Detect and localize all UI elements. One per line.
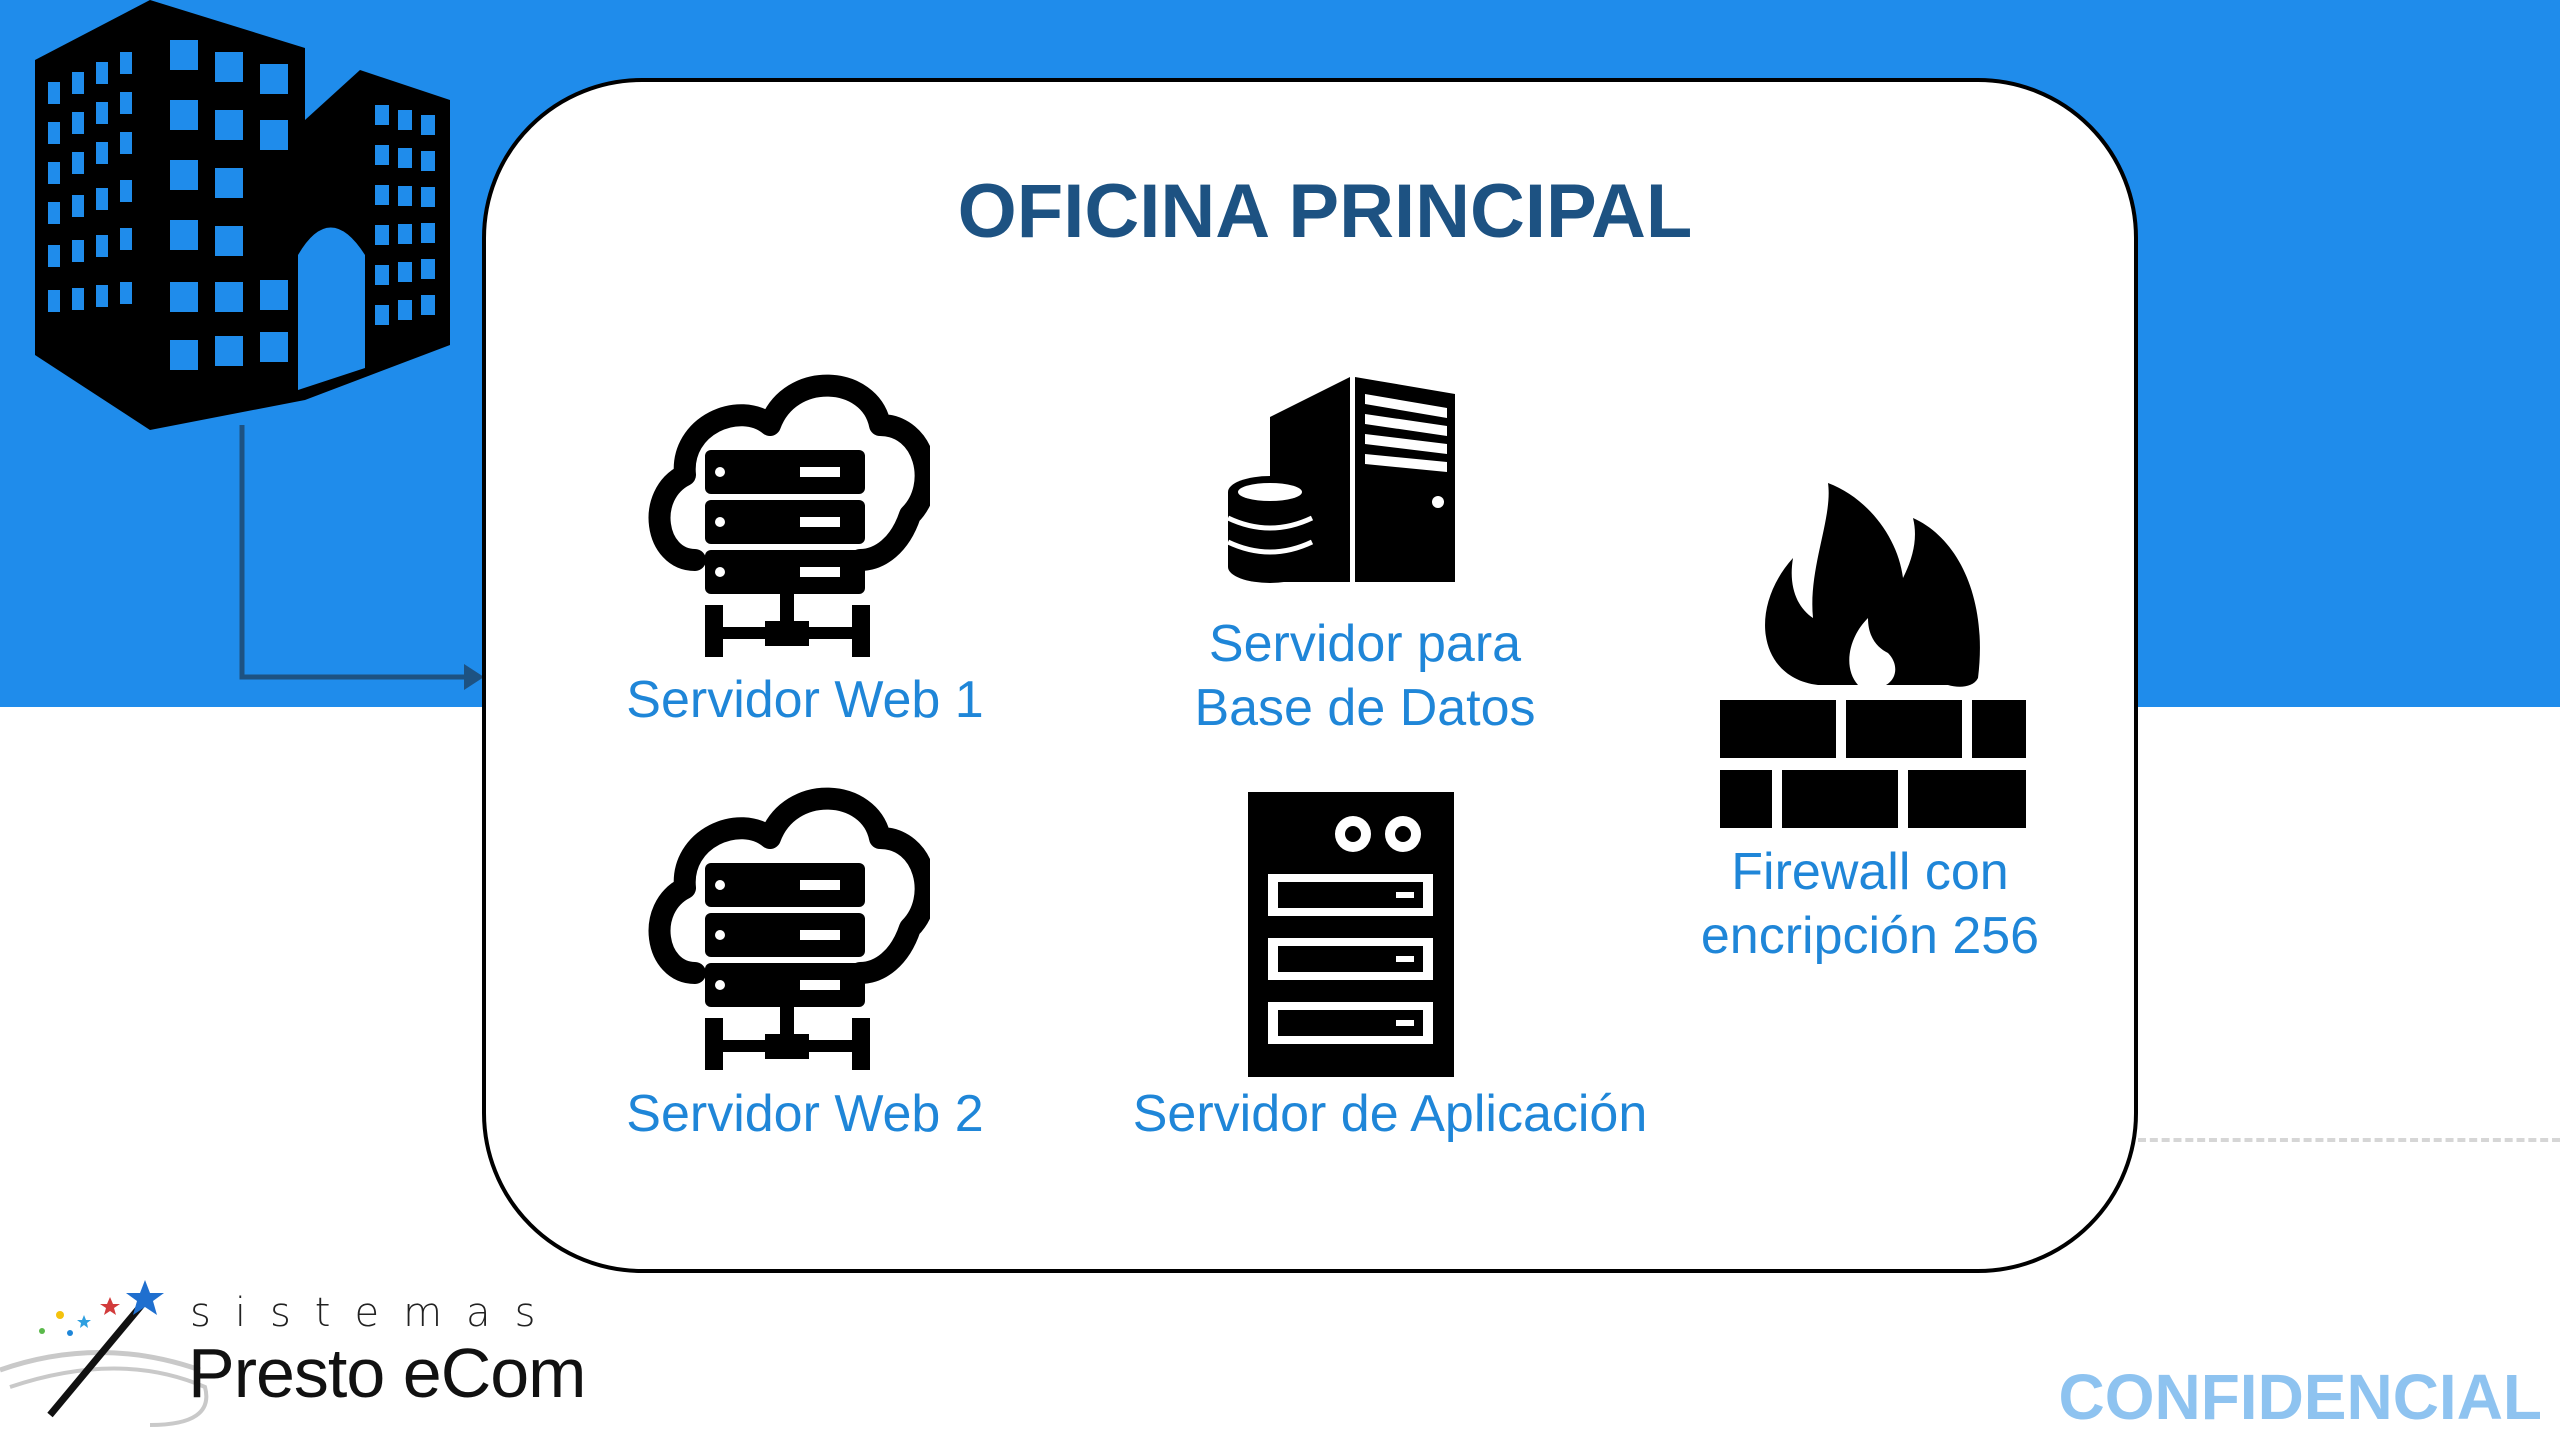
dashed-divider (2138, 1138, 2560, 1142)
app-server-icon (1248, 792, 1454, 1077)
label-fw-line2: encripción 256 (1700, 907, 2040, 965)
magic-wand-icon (0, 1280, 209, 1427)
panel-title: OFICINA PRINCIPAL (957, 169, 1693, 254)
label-fw-line1: Firewall con (1731, 843, 2009, 901)
label-db-line2: Base de Datos (1194, 679, 1536, 737)
database-server-icon (1226, 377, 1455, 583)
logo-main-text: Presto eCom (188, 1334, 586, 1412)
label-web1: Servidor Web 1 (626, 671, 984, 729)
confidential-label: CONFIDENCIAL (2058, 1361, 2542, 1433)
logo-top-text: sistemas (190, 1290, 560, 1336)
firewall-icon (1720, 483, 2026, 828)
label-app: Servidor de Aplicación (1132, 1085, 1648, 1143)
cloud-server-icon (648, 374, 930, 657)
label-web2: Servidor Web 2 (626, 1085, 984, 1143)
building-icon (35, 0, 450, 430)
label-db-line1: Servidor para (1208, 615, 1522, 673)
cloud-server-icon (648, 787, 930, 1070)
